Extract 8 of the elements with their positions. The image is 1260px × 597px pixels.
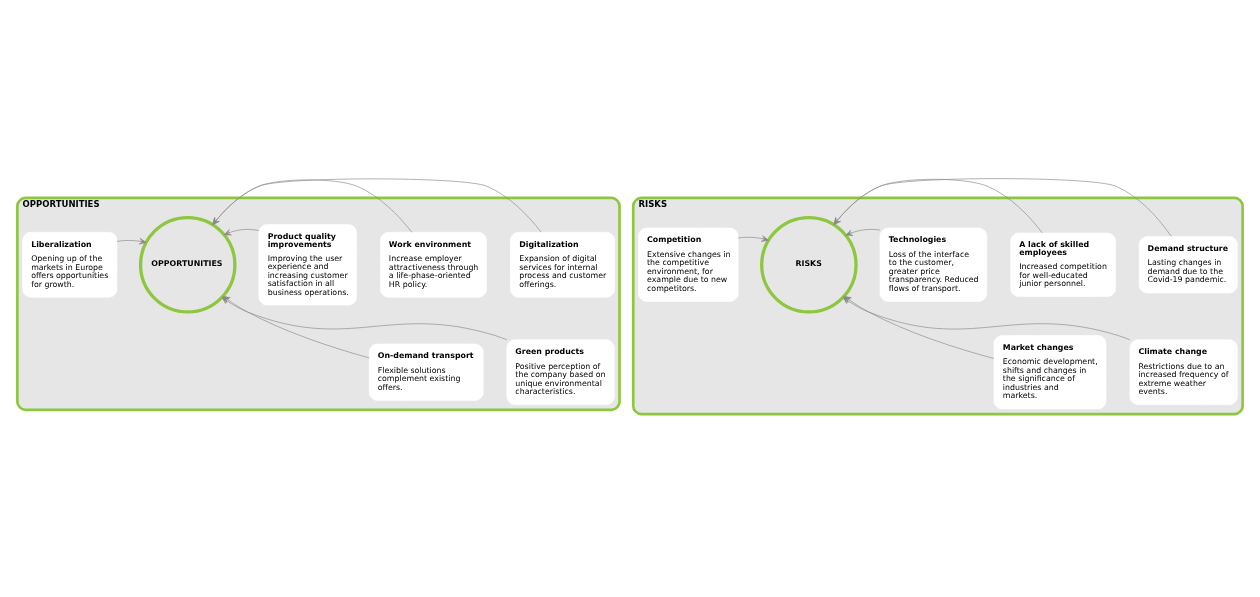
arrow	[212, 178, 542, 233]
arrow	[833, 177, 1172, 237]
arrow	[116, 237, 147, 244]
arrow	[223, 228, 260, 235]
arrow	[737, 234, 769, 242]
arrow	[845, 228, 881, 236]
arrow	[212, 179, 413, 233]
arrow	[833, 178, 1043, 233]
